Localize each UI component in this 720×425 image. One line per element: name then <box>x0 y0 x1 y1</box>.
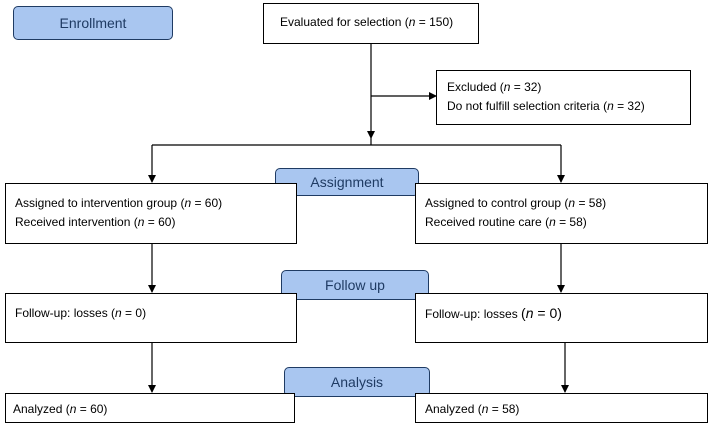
intervention-assigned-text: Assigned to intervention group (n = 60) <box>15 196 223 210</box>
control-received-text: Received routine care (n = 58) <box>425 215 587 229</box>
excluded-box: Excluded (n = 32) Do not fulfill selecti… <box>436 70 691 125</box>
stage-assignment: Assignment <box>275 168 419 196</box>
stage-assignment-label: Assignment <box>310 174 384 190</box>
excluded-reason: Do not fulfill selection criteria (n = 3… <box>447 99 645 113</box>
control-analyzed-text: Analyzed (n = 58) <box>425 402 520 416</box>
intervention-followup-text: Follow-up: losses (n = 0) <box>15 306 147 320</box>
control-analyzed-box: Analyzed (n = 58) <box>415 393 708 423</box>
intervention-assignment-box: Assigned to intervention group (n = 60) … <box>5 183 297 244</box>
control-followup-box: Follow-up: losses (n = 0) <box>415 293 708 343</box>
stage-analysis-label: Analysis <box>330 374 384 390</box>
control-followup-text: Follow-up: losses (n = 0) <box>425 305 562 321</box>
stage-follow-up-label: Follow up <box>325 277 385 293</box>
control-assignment-box: Assigned to control group (n = 58) Recei… <box>415 183 708 244</box>
evaluated-text: Evaluated for selection (n = 150) <box>280 15 454 29</box>
evaluated-box: Evaluated for selection (n = 150) <box>263 3 479 44</box>
excluded-count: Excluded (n = 32) <box>447 80 542 94</box>
intervention-followup-box: Follow-up: losses (n = 0) <box>5 293 297 343</box>
intervention-analyzed-box: Analyzed (n = 60) <box>5 393 295 423</box>
stage-enrollment: Enrollment <box>13 6 173 40</box>
stage-analysis: Analysis <box>284 367 430 397</box>
intervention-received-text: Received intervention (n = 60) <box>15 215 176 229</box>
control-assigned-text: Assigned to control group (n = 58) <box>425 196 607 210</box>
stage-follow-up: Follow up <box>281 270 429 300</box>
stage-enrollment-label: Enrollment <box>59 15 127 31</box>
intervention-analyzed-text: Analyzed (n = 60) <box>13 402 108 416</box>
